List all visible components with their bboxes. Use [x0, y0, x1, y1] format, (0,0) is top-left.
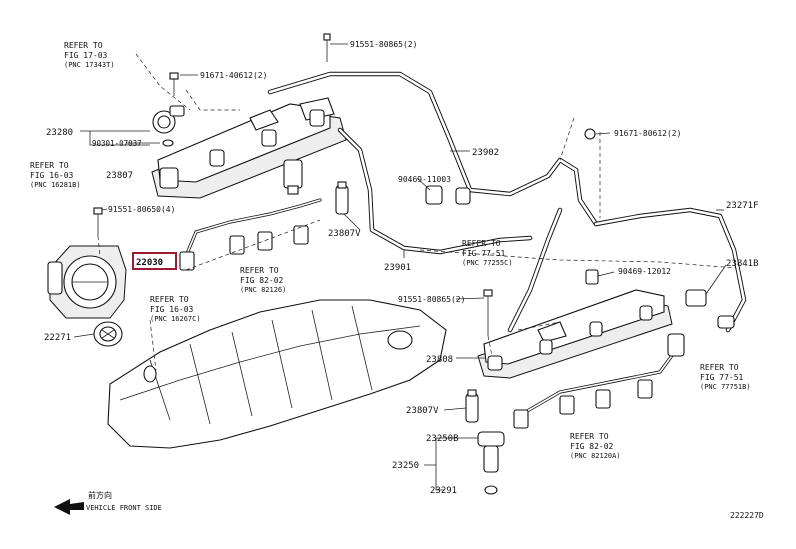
svg-text:(PNC 77255C): (PNC 77255C) [462, 259, 513, 267]
fuel-pipe-23902 [267, 71, 599, 227]
throttle-body-22030 [47, 245, 127, 319]
front-arrow-icon [54, 499, 84, 515]
part-22030[interactable]: 22030 [136, 258, 163, 268]
svg-text:FIG 16-03: FIG 16-03 [30, 171, 74, 180]
part-91551-bottom[interactable]: 91551-80865(2) [398, 295, 465, 304]
svg-text:FIG 82-02: FIG 82-02 [570, 442, 614, 451]
svg-text:REFER TO: REFER TO [570, 432, 609, 441]
ref-8202-left-label[interactable]: REFER TO FIG 82-02 (PNC 82126) [240, 266, 286, 294]
part-90469-12012[interactable]: 90469-12012 [618, 267, 671, 276]
part-22271[interactable]: 22271 [44, 333, 71, 343]
injector-23807 [283, 159, 303, 195]
bolt-91551-mid [93, 207, 103, 236]
ref-8202-right-label[interactable]: REFER TO FIG 82-02 (PNC 82120A) [570, 432, 621, 460]
fuel-pipe-23271f [593, 207, 747, 333]
clamp-90469-11003 [425, 185, 471, 205]
gasket-22271 [93, 321, 123, 347]
svg-text:FIG 77-51: FIG 77-51 [700, 373, 744, 382]
part-23841b[interactable]: 23841B [726, 259, 759, 269]
part-23807v-bottom[interactable]: 23807V [406, 406, 439, 416]
svg-text:(PNC 16267C): (PNC 16267C) [150, 315, 201, 323]
svg-text:VEHICLE FRONT SIDE: VEHICLE FRONT SIDE [86, 504, 162, 512]
part-23280[interactable]: 23280 [46, 128, 73, 138]
svg-text:FIG 17-03: FIG 17-03 [64, 51, 108, 60]
svg-text:前方向: 前方向 [88, 490, 112, 500]
bolt-91671-right [584, 128, 596, 140]
svg-text:REFER TO: REFER TO [700, 363, 739, 372]
bolt-91671-left [169, 72, 179, 96]
part-23807[interactable]: 23807 [106, 171, 133, 181]
wire-harness-left [179, 198, 322, 271]
highlight-box-22030[interactable] [132, 252, 177, 270]
part-23250b[interactable]: 23250B [426, 434, 459, 444]
ref-1703-label[interactable]: REFER TO FIG 17-03 (PNC 17343T) [64, 41, 115, 69]
intake-manifold [107, 299, 447, 449]
part-91551-mid[interactable]: 91551-80650(4) [108, 205, 175, 214]
fuel-pipe-lower [507, 207, 563, 333]
injector-23250 [477, 431, 505, 495]
svg-text:REFER TO: REFER TO [30, 161, 69, 170]
part-23250[interactable]: 23250 [392, 461, 419, 471]
part-23902[interactable]: 23902 [472, 148, 499, 158]
injector-seal-23807v-bottom [465, 389, 479, 423]
ref-7751-mid-label[interactable]: REFER TO FIG 77-51 (PNC 77255C) [462, 239, 513, 267]
svg-text:REFER TO: REFER TO [462, 239, 501, 248]
front-direction-indicator: 前方向 VEHICLE FRONT SIDE [54, 490, 162, 515]
connector-23841b [685, 289, 735, 329]
part-23901[interactable]: 23901 [384, 263, 411, 273]
part-23271f[interactable]: 23271F [726, 201, 759, 211]
reference-lines [97, 53, 737, 371]
gasket-90301 [162, 139, 174, 147]
part-23807v-top[interactable]: 23807V [328, 229, 361, 239]
svg-text:FIG 16-03: FIG 16-03 [150, 305, 194, 314]
ref-1603-bottom-label[interactable]: REFER TO FIG 16-03 (PNC 16267C) [150, 295, 201, 323]
svg-text:(PNC 16281B): (PNC 16281B) [30, 181, 81, 189]
svg-text:FIG 82-02: FIG 82-02 [240, 276, 284, 285]
part-90301[interactable]: 90301-07037 [92, 139, 142, 148]
ref-7751-right-label[interactable]: REFER TO FIG 77-51 (PNC 77751B) [700, 363, 751, 391]
clamp-90469-12012 [585, 269, 599, 285]
injector-seal-23807v-top [335, 181, 349, 215]
wire-harness-right [513, 333, 685, 429]
fuel-pipe-23901 [337, 127, 533, 255]
part-90469-11003[interactable]: 90469-11003 [398, 175, 451, 184]
svg-text:REFER TO: REFER TO [150, 295, 189, 304]
svg-text:REFER TO: REFER TO [64, 41, 103, 50]
svg-text:(PNC 17343T): (PNC 17343T) [64, 61, 115, 69]
leader-lines [73, 43, 727, 491]
part-91671-right[interactable]: 91671-80612(2) [614, 129, 681, 138]
svg-text:(PNC 82120A): (PNC 82120A) [570, 452, 621, 460]
part-23291[interactable]: 23291 [430, 486, 457, 496]
diagram-id: 222227D [730, 511, 764, 520]
part-91551-top[interactable]: 91551-80865(2) [350, 40, 417, 49]
left-fuel-rail [151, 97, 347, 199]
part-91671-left[interactable]: 91671-40612(2) [200, 71, 267, 80]
svg-text:(PNC 82126): (PNC 82126) [240, 286, 286, 294]
svg-text:(PNC 77751B): (PNC 77751B) [700, 383, 751, 391]
part-23808[interactable]: 23808 [426, 355, 453, 365]
right-fuel-rail [477, 289, 673, 379]
svg-text:REFER TO: REFER TO [240, 266, 279, 275]
bolt-91551-bottom [483, 289, 493, 336]
ref-1603-top-label[interactable]: REFER TO FIG 16-03 (PNC 16281B) [30, 161, 81, 189]
pressure-damper-left [152, 105, 185, 134]
bolt-91551-top [323, 33, 331, 62]
svg-text:FIG 77-51: FIG 77-51 [462, 249, 506, 258]
